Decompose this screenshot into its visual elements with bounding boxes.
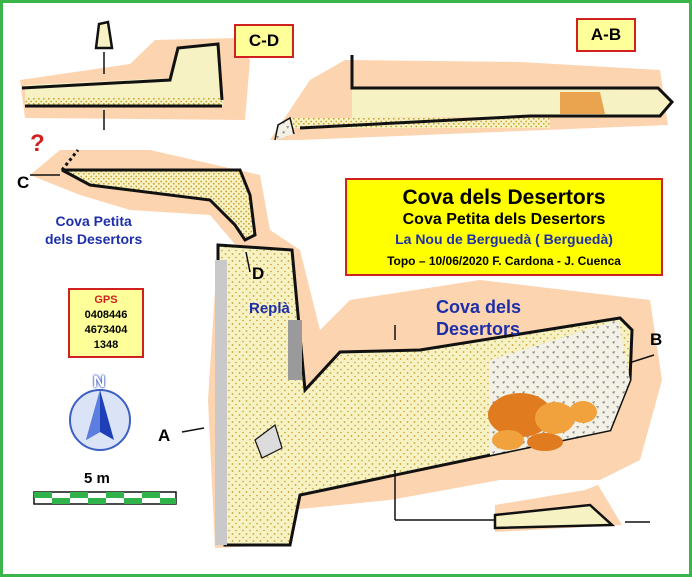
label-cova-dels-desertors: Cova dels Desertors bbox=[436, 296, 521, 340]
scale-bar bbox=[33, 491, 177, 505]
section-cd-profile bbox=[20, 20, 250, 130]
label-cova-petita: Cova Petita dels Desertors bbox=[45, 212, 142, 248]
gps-z: 1348 bbox=[93, 339, 119, 351]
label-a: A bbox=[158, 426, 171, 445]
unexplored-continuation bbox=[60, 149, 80, 171]
section-ab-profile bbox=[270, 55, 675, 141]
section-d-tick bbox=[245, 251, 251, 273]
gps-y: 4673404 bbox=[84, 324, 128, 336]
label-repla: Replà bbox=[249, 300, 290, 317]
label-cova-petita-line2: dels Desertors bbox=[45, 231, 143, 247]
north-label: N bbox=[93, 372, 106, 391]
map-title: Cova dels Desertors bbox=[402, 186, 606, 209]
stone-block bbox=[254, 424, 283, 459]
scale-label: 5 m bbox=[84, 470, 110, 487]
label-cova-petita-line1: Cova Petita bbox=[55, 213, 132, 229]
cova-petita-passage bbox=[61, 168, 257, 242]
section-b-tick bbox=[631, 354, 655, 363]
unknown-continuation-mark: ? bbox=[30, 130, 45, 157]
orange-boulders bbox=[488, 393, 597, 451]
map-location: La Nou de Berguedà ( Berguedà) bbox=[395, 231, 613, 247]
label-c: C bbox=[17, 173, 30, 192]
north-arrow-icon bbox=[69, 389, 131, 451]
label-d: D bbox=[252, 264, 265, 283]
section-ab-box: A-B bbox=[576, 18, 636, 52]
section-cd-box: C-D bbox=[234, 24, 294, 58]
title-box: Cova dels Desertors Cova Petita dels Des… bbox=[345, 178, 663, 276]
gps-box: GPS 0408446 4673404 1348 bbox=[68, 288, 144, 358]
label-cova-line2: Desertors bbox=[436, 319, 521, 339]
map-subtitle: Cova Petita dels Desertors bbox=[402, 211, 606, 228]
block-wall bbox=[215, 260, 227, 545]
main-cave-floor bbox=[216, 243, 634, 547]
small-profile bbox=[394, 470, 650, 532]
gps-label: GPS bbox=[94, 294, 118, 306]
gps-x: 0408446 bbox=[84, 309, 128, 321]
label-cova-line1: Cova dels bbox=[436, 297, 522, 317]
label-b: B bbox=[650, 330, 663, 349]
section-a-tick bbox=[181, 427, 205, 433]
pillar-block bbox=[288, 320, 302, 380]
map-credits: Topo – 10/06/2020 F. Cardona - J. Cuenca bbox=[387, 254, 621, 268]
